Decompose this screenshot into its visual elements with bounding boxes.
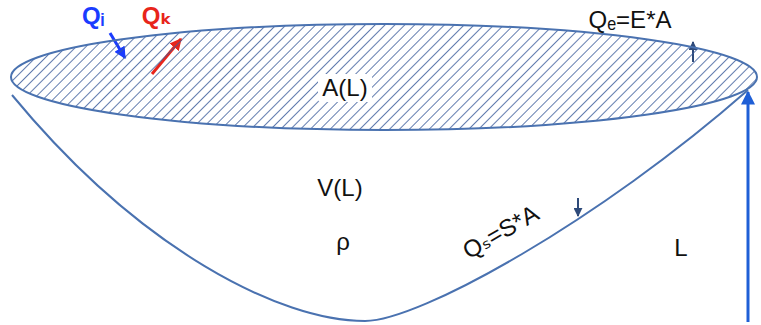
lake-basin-outline: [0, 60, 761, 325]
water-surface-ellipse-outline: [10, 23, 758, 131]
lake-basin: V(L) ρ: [0, 60, 761, 325]
density-label: ρ: [336, 228, 350, 256]
inflow-label: Qᵢ: [82, 2, 104, 30]
water-surface-ellipse: A(L): [10, 23, 758, 131]
area-label: A(L): [318, 74, 371, 102]
seepage-label: Qₛ=S*A: [457, 199, 543, 264]
basin-curve: [12, 90, 748, 321]
seepage-arrow: [577, 198, 579, 216]
level-label: L: [674, 234, 687, 262]
surface-hatch: [11, 24, 757, 130]
volume-label: V(L): [317, 174, 362, 202]
outflow-label: Qₖ: [142, 2, 172, 30]
evaporation-label: Qₑ=E*A: [589, 6, 672, 34]
level-arrow: [747, 92, 750, 322]
